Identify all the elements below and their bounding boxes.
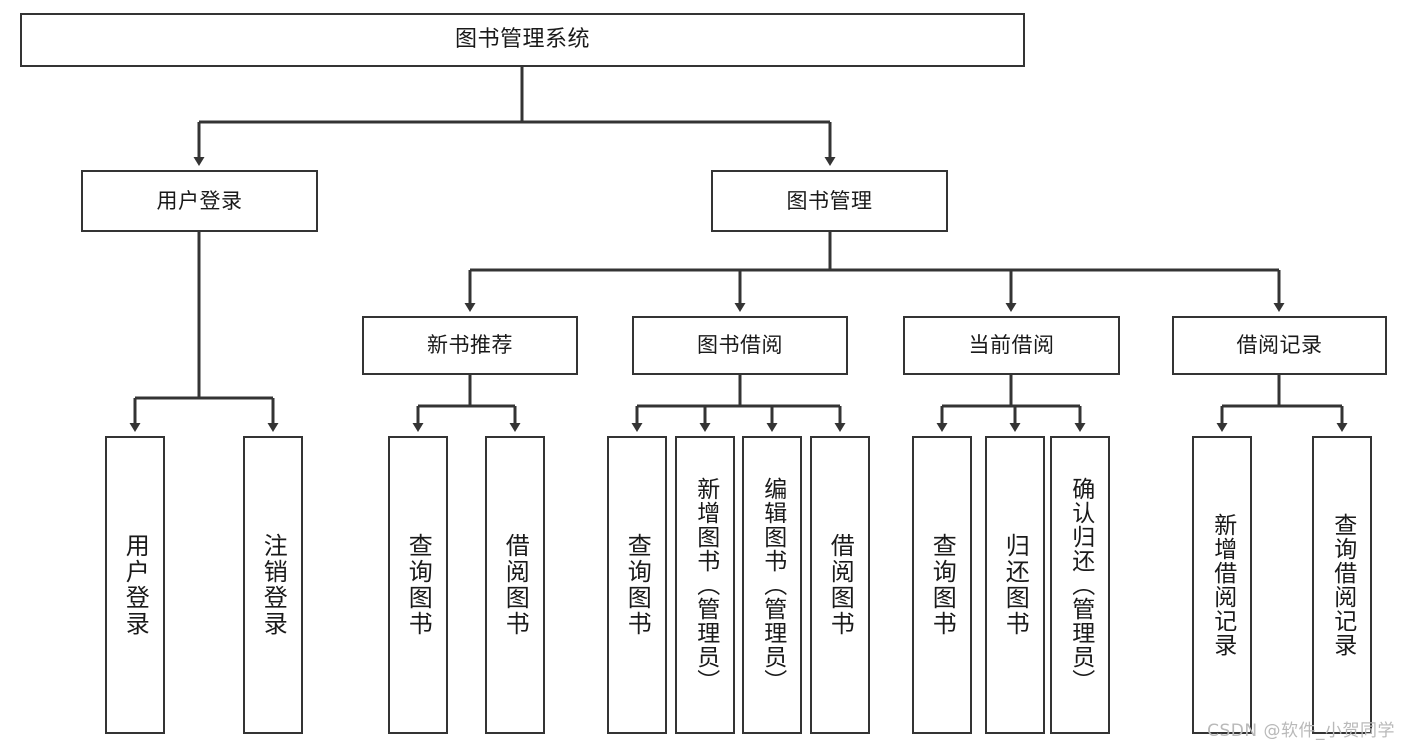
leaf-add-borrow-record[interactable]: 新增借阅记录 [1192, 436, 1252, 734]
node-book-borrow[interactable]: 图书借阅 [632, 316, 848, 375]
node-label: 归还图书 [1001, 533, 1030, 637]
watermark: CSDN @软件_小贺同学 [1207, 721, 1395, 741]
leaf-logout[interactable]: 注销登录 [243, 436, 303, 734]
node-label: 编辑图书（管理员） [759, 477, 786, 693]
node-label: 新书推荐 [427, 333, 513, 358]
node-label: 注销登录 [259, 533, 288, 637]
node-root[interactable]: 图书管理系统 [20, 13, 1025, 67]
node-label: 查询图书 [623, 533, 652, 637]
leaf-confirm-return-admin[interactable]: 确认归还（管理员） [1050, 436, 1110, 734]
node-current-borrow[interactable]: 当前借阅 [903, 316, 1120, 375]
leaf-edit-book-admin[interactable]: 编辑图书（管理员） [742, 436, 802, 734]
node-label: 新增借阅记录 [1209, 513, 1236, 657]
node-label: 图书管理系统 [454, 27, 590, 53]
node-label: 用户登录 [121, 533, 150, 637]
leaf-query-book-current[interactable]: 查询图书 [912, 436, 972, 734]
leaf-query-book-recommend[interactable]: 查询图书 [388, 436, 448, 734]
leaf-user-login[interactable]: 用户登录 [105, 436, 165, 734]
node-label: 查询图书 [928, 533, 957, 637]
node-user-login[interactable]: 用户登录 [81, 170, 318, 232]
leaf-borrow-book-recommend[interactable]: 借阅图书 [485, 436, 545, 734]
leaf-return-book[interactable]: 归还图书 [985, 436, 1045, 734]
node-label: 图书管理 [786, 188, 873, 213]
leaf-borrow-book[interactable]: 借阅图书 [810, 436, 870, 734]
node-label: 借阅记录 [1236, 333, 1323, 358]
leaf-add-book-admin[interactable]: 新增图书（管理员） [675, 436, 735, 734]
leaf-query-book-borrow[interactable]: 查询图书 [607, 436, 667, 734]
node-book-management[interactable]: 图书管理 [711, 170, 948, 232]
node-label: 用户登录 [156, 188, 243, 213]
node-new-book-recommend[interactable]: 新书推荐 [362, 316, 578, 375]
node-label: 当前借阅 [968, 333, 1055, 358]
leaf-query-borrow-record[interactable]: 查询借阅记录 [1312, 436, 1372, 734]
node-label: 确认归还（管理员） [1067, 477, 1094, 693]
node-label: 查询图书 [404, 533, 433, 637]
node-label: 查询借阅记录 [1329, 513, 1356, 657]
node-label: 借阅图书 [501, 533, 530, 637]
node-label: 借阅图书 [826, 533, 855, 637]
node-borrow-record[interactable]: 借阅记录 [1172, 316, 1387, 375]
node-label: 图书借阅 [697, 333, 783, 358]
node-label: 新增图书（管理员） [692, 477, 719, 693]
